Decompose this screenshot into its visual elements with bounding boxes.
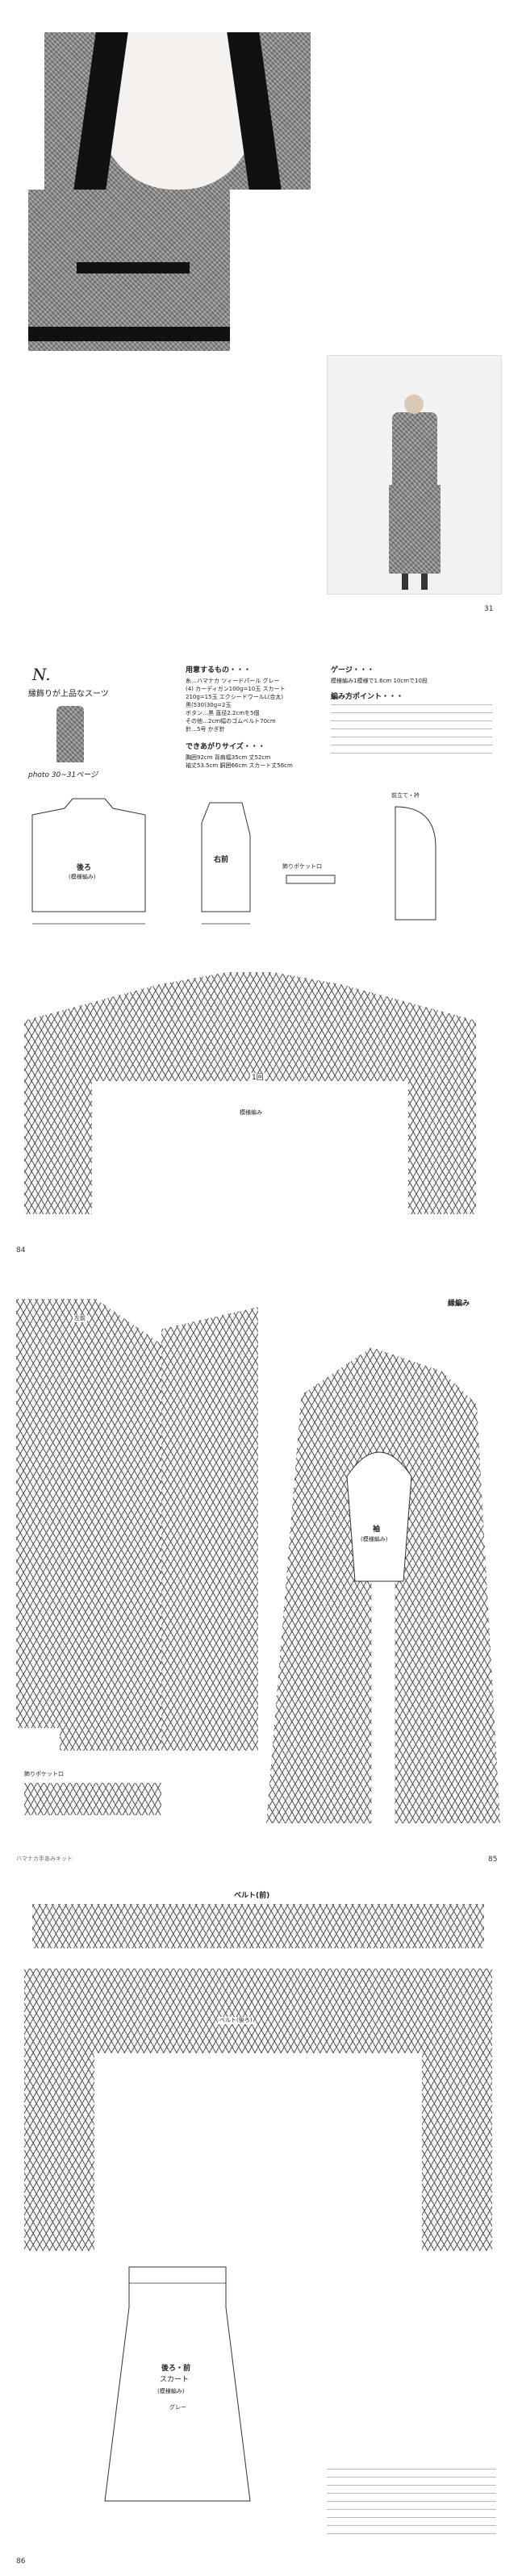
page-photos: 31 (0, 0, 522, 621)
size-line: 胸囲92cm 背肩幅35cm 丈52cm (186, 754, 271, 761)
pocket-outline (286, 875, 336, 884)
page-number: 85 (488, 1856, 498, 1864)
back-piece-outline (31, 798, 146, 912)
front-edge-label: 前立て・衿 (391, 792, 420, 799)
gauge-text: 模様編み1模様で1.6cm 10cmで10段 (331, 678, 428, 684)
footer-note: ハマナカ手あみキット (16, 1856, 73, 1862)
size-heading: できあがりサイズ・・・ (186, 743, 265, 751)
points-text-block (331, 704, 492, 761)
materials-line: (4) カーディガン100g=10玉 スカート (186, 686, 286, 692)
front-edge-outline (395, 806, 436, 921)
stitch-chart-front-right (161, 1307, 258, 1751)
belt-back-label: ベルト(後ろ) (218, 2017, 254, 2024)
schematic-diagrams (31, 798, 436, 925)
stitch-chart-pocket (24, 1783, 161, 1815)
border-label: 縁編み (448, 1300, 470, 1308)
points-heading: 編み方ポイント・・・ (331, 693, 404, 701)
page-number: 86 (16, 2557, 26, 2566)
page-instructions: N. 縁飾りが上品なスーツ photo 30~31ページ 用意するもの・・・ 糸… (0, 653, 522, 1267)
materials-heading: 用意するもの・・・ (186, 666, 252, 674)
photo-pocket-closeup (28, 190, 230, 351)
materials-line: ボタン…黒 直径2.2cmを5個 (186, 710, 260, 716)
front-piece-outline (201, 802, 251, 912)
right-front-label: 右前 (214, 856, 229, 864)
skirt-notes-block (327, 2469, 496, 2541)
gauge-heading: ゲージ・・・ (331, 666, 374, 674)
materials-line: 210g=15玉 エクシードウールL(合太) (186, 694, 284, 700)
sleeve-sub-label: (模様編み) (361, 1536, 388, 1543)
page-number: 31 (484, 605, 494, 613)
back-sub-label: (模様編み) (69, 874, 96, 880)
skirt-label: 後ろ・前 (161, 2365, 191, 2373)
page-number: 84 (16, 1246, 26, 1255)
materials-line: 糸…ハマナカ ツィードパール グレー (186, 678, 280, 684)
skirt-sub-label: スカート (160, 2376, 190, 2384)
photo-full-suit (327, 355, 502, 595)
skirt-pattern-label: (模様編み) (157, 2388, 185, 2394)
materials-line: 針…5号 かぎ針 (186, 726, 225, 733)
back-label: 後ろ (77, 864, 92, 872)
chart-label: 1回 (250, 1073, 265, 1083)
page-skirt-belt: ベルト(前) ベルト(後ろ) 後ろ・前 スカート (模様編み) グレー 86 (0, 1888, 522, 2576)
stitch-chart-left-front (16, 1299, 161, 1751)
suit-thumbnail (56, 706, 84, 762)
pocket-label: 飾りポケット口 (282, 863, 322, 870)
materials-line: その他…2cm幅のゴムベルト70cm (186, 718, 276, 724)
pattern-letter: N. (32, 665, 51, 684)
stitch-chart-belt (32, 1904, 484, 1948)
belt-label: ベルト(前) (234, 1892, 270, 1900)
sleeve-label: 袖 (373, 1526, 381, 1534)
chart-sub-label: 模様編み (238, 1109, 264, 1117)
photo-collar-closeup (44, 32, 311, 190)
skirt-color-label: グレー (169, 2404, 186, 2411)
pocket-label: 飾りポケット口 (24, 1771, 64, 1777)
skirt-schematic (104, 2266, 251, 2502)
photo-reference: photo 30~31ページ (28, 771, 98, 779)
pattern-title: 縁飾りが上品なスーツ (28, 690, 109, 699)
sleeve-schematic (346, 1451, 412, 1582)
materials-line: 黒(530)30g=2玉 (186, 702, 232, 708)
stitch-chart-back (24, 972, 476, 1214)
page-front-sleeve-charts: 袖 (模様編み) 縁編み 左前 飾りポケット口 ハマナカ手あみキット 85 (0, 1283, 522, 1872)
left-front-label: 左前 (73, 1315, 87, 1322)
stitch-chart-skirt (24, 1969, 492, 2251)
size-line: 袖丈53.5cm 胴囲66cm スカート丈56cm (186, 762, 293, 769)
